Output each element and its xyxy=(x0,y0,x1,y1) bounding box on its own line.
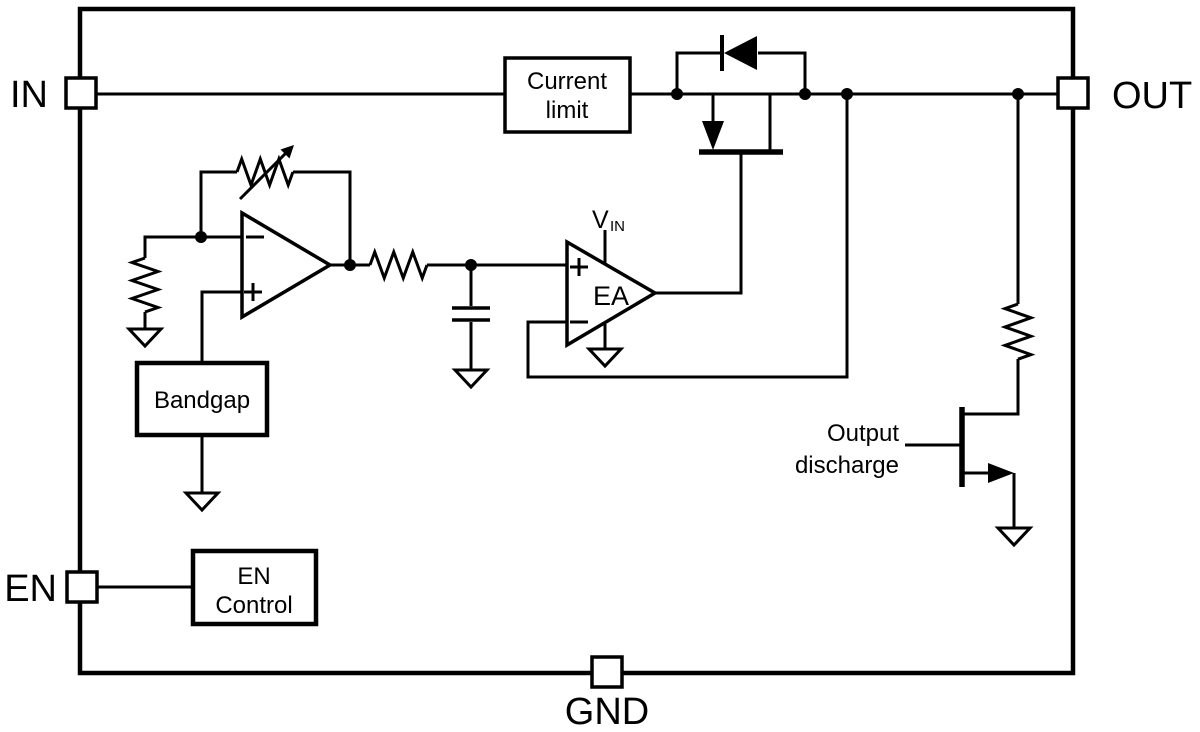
variable-resistor-arrow-shaft xyxy=(238,150,289,201)
discharge-transistor-source-arrow xyxy=(988,463,1014,483)
first-stage-amplifier-triangle xyxy=(240,209,334,321)
en-control-block: EN Control xyxy=(190,548,319,627)
ground-symbol-bandgap xyxy=(182,491,222,513)
pin-en-square xyxy=(65,570,99,604)
vin-label-subscript: IN xyxy=(610,218,625,235)
feedback-resistor xyxy=(1000,302,1036,361)
wire-divider-branch xyxy=(964,94,1020,416)
input-divider-resistor xyxy=(127,256,163,314)
junction-dot xyxy=(195,231,207,243)
wire-amp1-noninverting-to-bandgap xyxy=(200,290,242,363)
discharge-transistor xyxy=(959,407,1014,487)
en-control-label-line1: EN xyxy=(237,563,270,590)
variable-resistor-arrow xyxy=(238,145,294,201)
variable-resistor-arrow-head xyxy=(280,145,294,159)
pass-transistor-source-arrow xyxy=(702,121,724,150)
error-amplifier-triangle xyxy=(565,238,659,349)
pin-gnd: GND xyxy=(565,655,649,732)
plus-sign xyxy=(570,258,588,276)
pin-gnd-label: GND xyxy=(565,691,649,732)
wire-amp1-feedback-right xyxy=(293,170,352,265)
current-limit-label-line2: limit xyxy=(546,97,589,124)
ground-symbol-discharge xyxy=(994,526,1034,548)
compensation-capacitor xyxy=(452,306,490,322)
error-amplifier: EA xyxy=(565,238,659,349)
wire-left-resistor xyxy=(143,235,201,329)
wire-body-diode-loop xyxy=(675,51,807,94)
en-control-label-line2: Control xyxy=(215,592,292,619)
ground-symbol-capacitor xyxy=(451,368,491,390)
junction-dot xyxy=(671,88,683,100)
chip-outline xyxy=(77,6,1076,676)
junction-dot xyxy=(344,259,356,271)
pin-out-square xyxy=(1056,76,1090,110)
current-limit-box xyxy=(503,56,632,134)
junction-dot xyxy=(841,88,853,100)
output-discharge-label: Output discharge xyxy=(795,420,899,479)
diode-anode-triangle xyxy=(724,36,757,70)
junction-dot xyxy=(1012,88,1024,100)
pin-in: IN xyxy=(10,74,98,116)
current-limit-block: Current limit xyxy=(503,56,632,134)
pin-in-square xyxy=(64,76,98,110)
pin-gnd-square xyxy=(590,655,624,689)
wire-discharge-source xyxy=(963,471,1016,528)
error-amplifier-label: EA xyxy=(593,281,629,311)
body-diode xyxy=(720,35,757,71)
output-discharge-line1: Output xyxy=(827,420,899,447)
plus-sign xyxy=(244,283,262,301)
first-stage-amplifier xyxy=(240,209,334,321)
vin-supply-label: V IN xyxy=(592,206,625,235)
pin-en: EN xyxy=(4,568,99,610)
wire-amp1-inverting-input xyxy=(199,170,242,239)
series-resistor xyxy=(368,247,429,283)
bandgap-block: Bandgap xyxy=(134,360,270,438)
junction-dot xyxy=(799,88,811,100)
current-limit-label-line1: Current xyxy=(527,68,607,95)
pin-out: OUT xyxy=(1056,75,1192,117)
pin-in-label: IN xyxy=(10,74,48,116)
ground-symbol-error-amp xyxy=(585,347,625,369)
ground-symbol-input-divider xyxy=(125,327,165,349)
wire-ea-output-to-gate xyxy=(655,154,743,295)
junction-dots xyxy=(195,88,1024,271)
vin-label-main: V xyxy=(592,206,609,234)
junction-dot xyxy=(465,259,477,271)
bandgap-label: Bandgap xyxy=(154,387,250,414)
en-control-box xyxy=(190,548,319,627)
bandgap-box xyxy=(134,360,270,438)
pin-out-label: OUT xyxy=(1112,75,1192,117)
wire-feedback-loop xyxy=(526,94,849,379)
wires xyxy=(96,51,1058,589)
pass-transistor xyxy=(699,121,783,155)
pin-en-label: EN xyxy=(4,568,57,610)
output-discharge-line2: discharge xyxy=(795,452,899,479)
